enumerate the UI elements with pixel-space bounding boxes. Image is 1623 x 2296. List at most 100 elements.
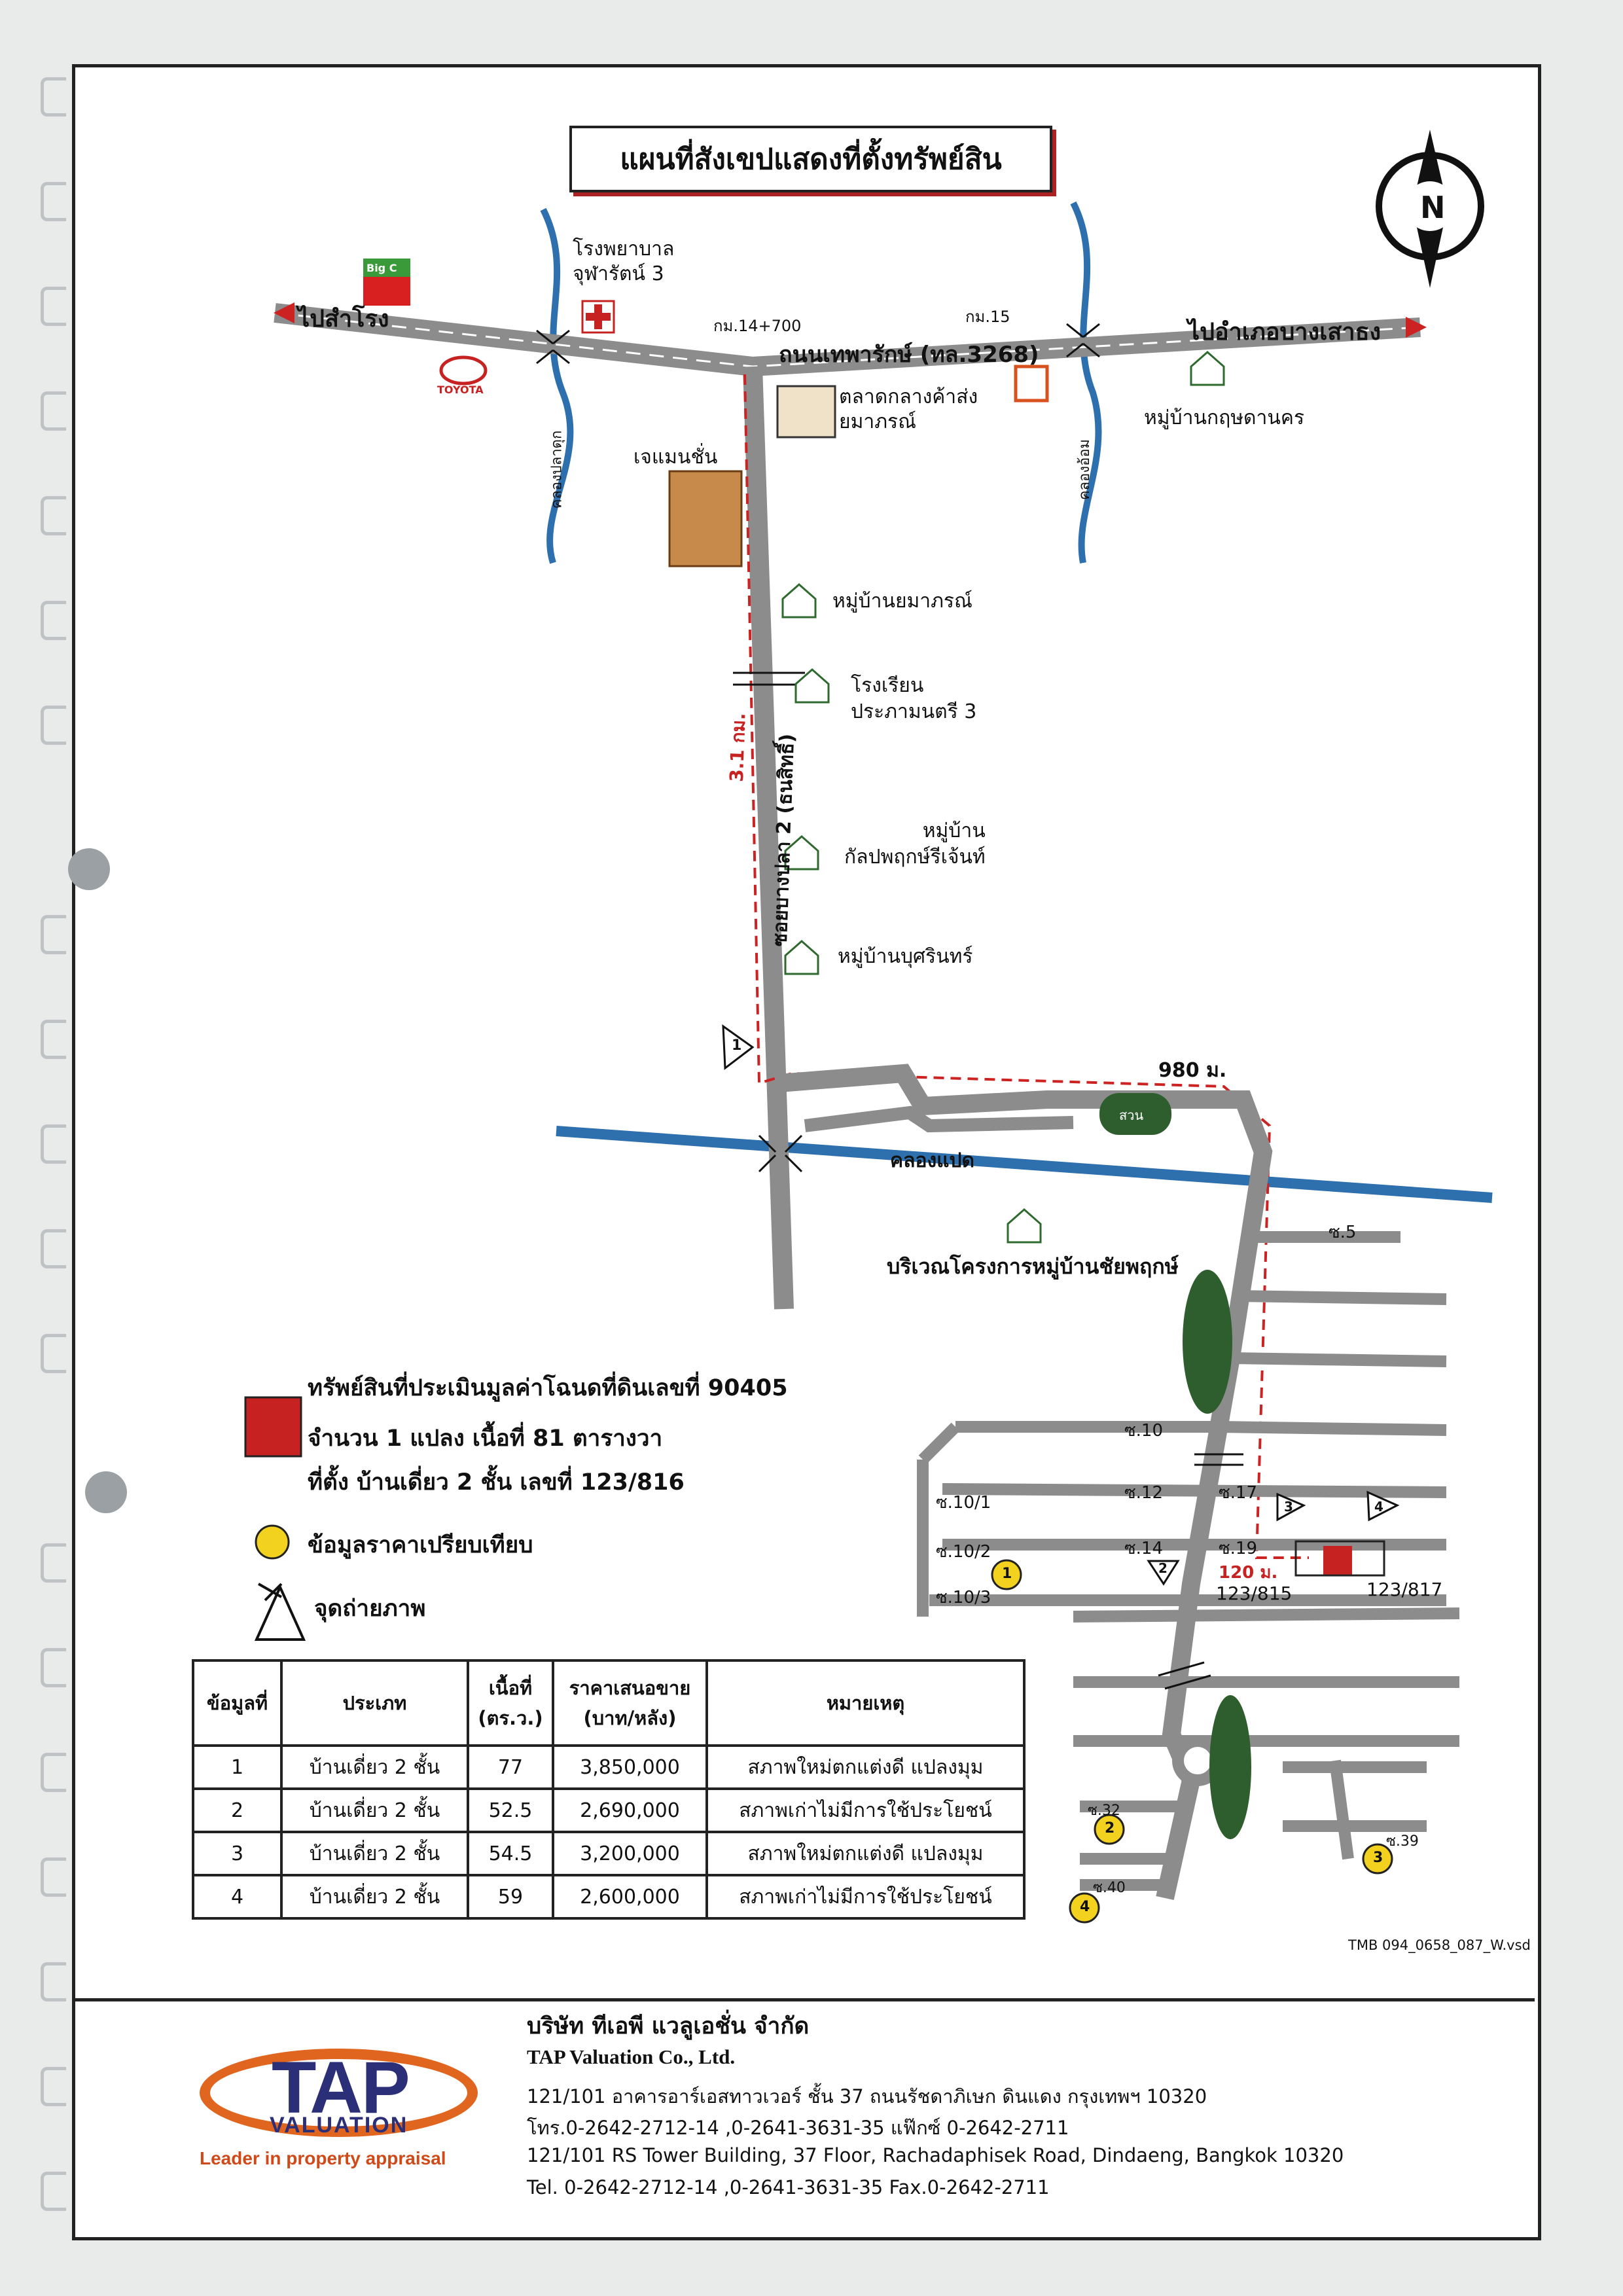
legend-subject-square [244, 1396, 302, 1458]
tap-logo-text: TAP [272, 2047, 410, 2128]
label-kanlapaphruek: หมู่บ้าน กัลปพฤกษ์รีเจ้นท์ [844, 819, 986, 869]
label-soi-10-3: ซ.10/3 [936, 1588, 991, 1607]
label-toyota: TOYOTA [437, 384, 484, 396]
table-cell: 3 [192, 1831, 283, 1876]
legend-comparable: ข้อมูลราคาเปรียบเทียบ [308, 1532, 533, 1558]
table-cell: 77 [467, 1744, 554, 1790]
table-cell: บ้านเดี่ยว 2 ชั้น [280, 1744, 469, 1790]
table-row: 1 บ้านเดี่ยว 2 ชั้น 77 3,850,000 สภาพใหม… [192, 1744, 1026, 1790]
binder-mark [41, 706, 66, 745]
binder-mark [41, 1543, 66, 1583]
binder-mark [41, 182, 66, 221]
label-km-14-700: กม.14+700 [713, 317, 802, 335]
gate-icon [1014, 365, 1049, 403]
legend-photo-point: จุดถ่ายภาพ [314, 1596, 426, 1622]
binder-mark [41, 1753, 66, 1792]
table-cell: สภาพใหม่ตกแต่งดี แปลงมุม [705, 1744, 1026, 1790]
label-dist-120m: 120 ม. [1219, 1563, 1278, 1583]
binder-mark [41, 1124, 66, 1164]
tap-logo-tagline: Leader in property appraisal [200, 2148, 446, 2168]
soi-bang-pla-road [743, 366, 794, 1310]
binder-mark [41, 1020, 66, 1059]
label-yamaporn: หมู่บ้านยมาภรณ์ [832, 590, 972, 613]
compass-center [1405, 181, 1455, 231]
table-cell: 1 [192, 1744, 283, 1790]
village-house-icons [781, 351, 1225, 1244]
label-soi-32: ซ.32 [1088, 1803, 1120, 1819]
binder-mark [41, 2067, 66, 2106]
label-main-road: ถนนเทพารักษ์ (ทล.3268) [779, 342, 1039, 368]
binder-mark [41, 1962, 66, 2001]
label-soi-17: ซ.17 [1219, 1483, 1257, 1503]
label-market: ตลาดกลางค้าส่ง ยมาภรณ์ [839, 386, 978, 433]
table-cell: บ้านเดี่ยว 2 ชั้น [280, 1874, 469, 1920]
photo-point-1-icon [722, 1024, 755, 1070]
photo-point-4-number: 4 [1374, 1499, 1383, 1515]
label-jmansion: เจแมนชั่น [633, 446, 718, 469]
comparable-3-number: 3 [1373, 1850, 1383, 1866]
table-cell: บ้านเดี่ยว 2 ชั้น [280, 1831, 469, 1876]
canal-left [540, 207, 574, 564]
photo-point-4-icon [1366, 1490, 1400, 1522]
park-small [1099, 1093, 1171, 1135]
table-cell: 54.5 [467, 1831, 554, 1876]
binder-mark [41, 1229, 66, 1268]
label-to-bang-sao-thong: ไปอำเภอบางเสาธง [1188, 319, 1382, 346]
comparable-4-marker [1069, 1892, 1100, 1924]
toyota-logo [439, 355, 488, 386]
table-cell: 52.5 [467, 1787, 554, 1833]
binder-mark [41, 1648, 66, 1687]
company-phone-th: โทร.0-2642-2712-14 ,0-2641-3631-35 แฟ๊กซ… [527, 2117, 1069, 2139]
label-soi-5: ซ.5 [1329, 1223, 1357, 1242]
label-chaiyaphruek: บริเวณโครงการหมู่บ้านชัยพฤกษ์ [887, 1254, 1179, 1279]
tap-logo-subtext: VALUATION [270, 2113, 408, 2138]
table-header: ราคาเสนอขาย (บาท/หลัง) [552, 1659, 708, 1747]
side-road [804, 1105, 1074, 1133]
label-canal-paet: คลองแปด [890, 1149, 974, 1172]
hospital-icon-bar [586, 313, 611, 321]
market-icon [776, 385, 836, 439]
table-cell: 4 [192, 1874, 283, 1920]
company-phone-en: Tel. 0-2642-2712-14 ,0-2641-3631-35 Fax.… [527, 2176, 1050, 2198]
comparable-2-number: 2 [1105, 1820, 1115, 1837]
binder-mark [41, 391, 66, 431]
binder-mark [41, 601, 66, 640]
label-park: สวน [1119, 1107, 1144, 1123]
legend-subject-line2: จำนวน 1 แปลง เนื้อที่ 81 ตารางวา [308, 1426, 663, 1452]
label-school: โรงเรียน ประภามนตรี 3 [851, 674, 977, 723]
label-canal-right: คลองอ้อม [1077, 439, 1094, 501]
label-busarin: หมู่บ้านบุศรินทร์ [838, 945, 973, 968]
legend-comparable-circle [255, 1524, 290, 1560]
photo-point-2-icon [1147, 1560, 1180, 1586]
table-cell: 2,690,000 [552, 1787, 708, 1833]
label-soi-10-1: ซ.10/1 [936, 1493, 991, 1513]
label-bigc: Big C [366, 262, 397, 274]
label-canal-left: คลองปลาดุก [548, 430, 565, 509]
comparable-1-number: 1 [1002, 1566, 1012, 1582]
label-soi-12: ซ.12 [1124, 1483, 1163, 1503]
subject-property-marker [1323, 1546, 1352, 1575]
subject-lot-outline [1294, 1540, 1385, 1577]
label-dist-3-1km: 3.1 กม. [725, 712, 750, 783]
comparable-2-marker [1094, 1814, 1125, 1845]
label-hospital: โรงพยาบาล จุฬารัตน์ 3 [573, 238, 675, 285]
table-row: 3 บ้านเดี่ยว 2 ชั้น 54.5 3,200,000 สภาพใ… [192, 1831, 1026, 1876]
file-reference: TMB 094_0658_087_W.vsd [1348, 1937, 1531, 1953]
binder-mark [41, 2172, 66, 2211]
bigc-logo-band [363, 259, 410, 277]
label-dist-980m: 980 ม. [1158, 1059, 1227, 1082]
table-cell: บ้านเดี่ยว 2 ชั้น [280, 1787, 469, 1833]
location-map [244, 130, 1493, 1924]
label-house-815: 123/815 [1216, 1583, 1293, 1604]
table-row: 4 บ้านเดี่ยว 2 ชั้น 59 2,600,000 สภาพเก่… [192, 1874, 1026, 1920]
table-header-row: ข้อมูลที่ ประเภท เนื้อที่ (ตร.ว.) ราคาเส… [192, 1659, 1026, 1747]
company-name-en: TAP Valuation Co., Ltd. [527, 2045, 736, 2068]
soi-grid [917, 1231, 1460, 1891]
legend-subject-line3: ที่ตั้ง บ้านเดี่ยว 2 ชั้น เลขที่ 123/816 [308, 1469, 685, 1496]
binder-mark [41, 77, 66, 117]
company-address-en: 121/101 RS Tower Building, 37 Floor, Rac… [527, 2144, 1344, 2166]
map-title: แผนที่สังเขปแสดงที่ตั้งทรัพย์สิน [569, 126, 1052, 192]
company-name-th: บริษัท ทีเอพี แวลูเอชั่น จำกัด [527, 2013, 810, 2039]
binder-mark [41, 1857, 66, 1897]
label-soi-39: ซ.39 [1386, 1833, 1419, 1850]
